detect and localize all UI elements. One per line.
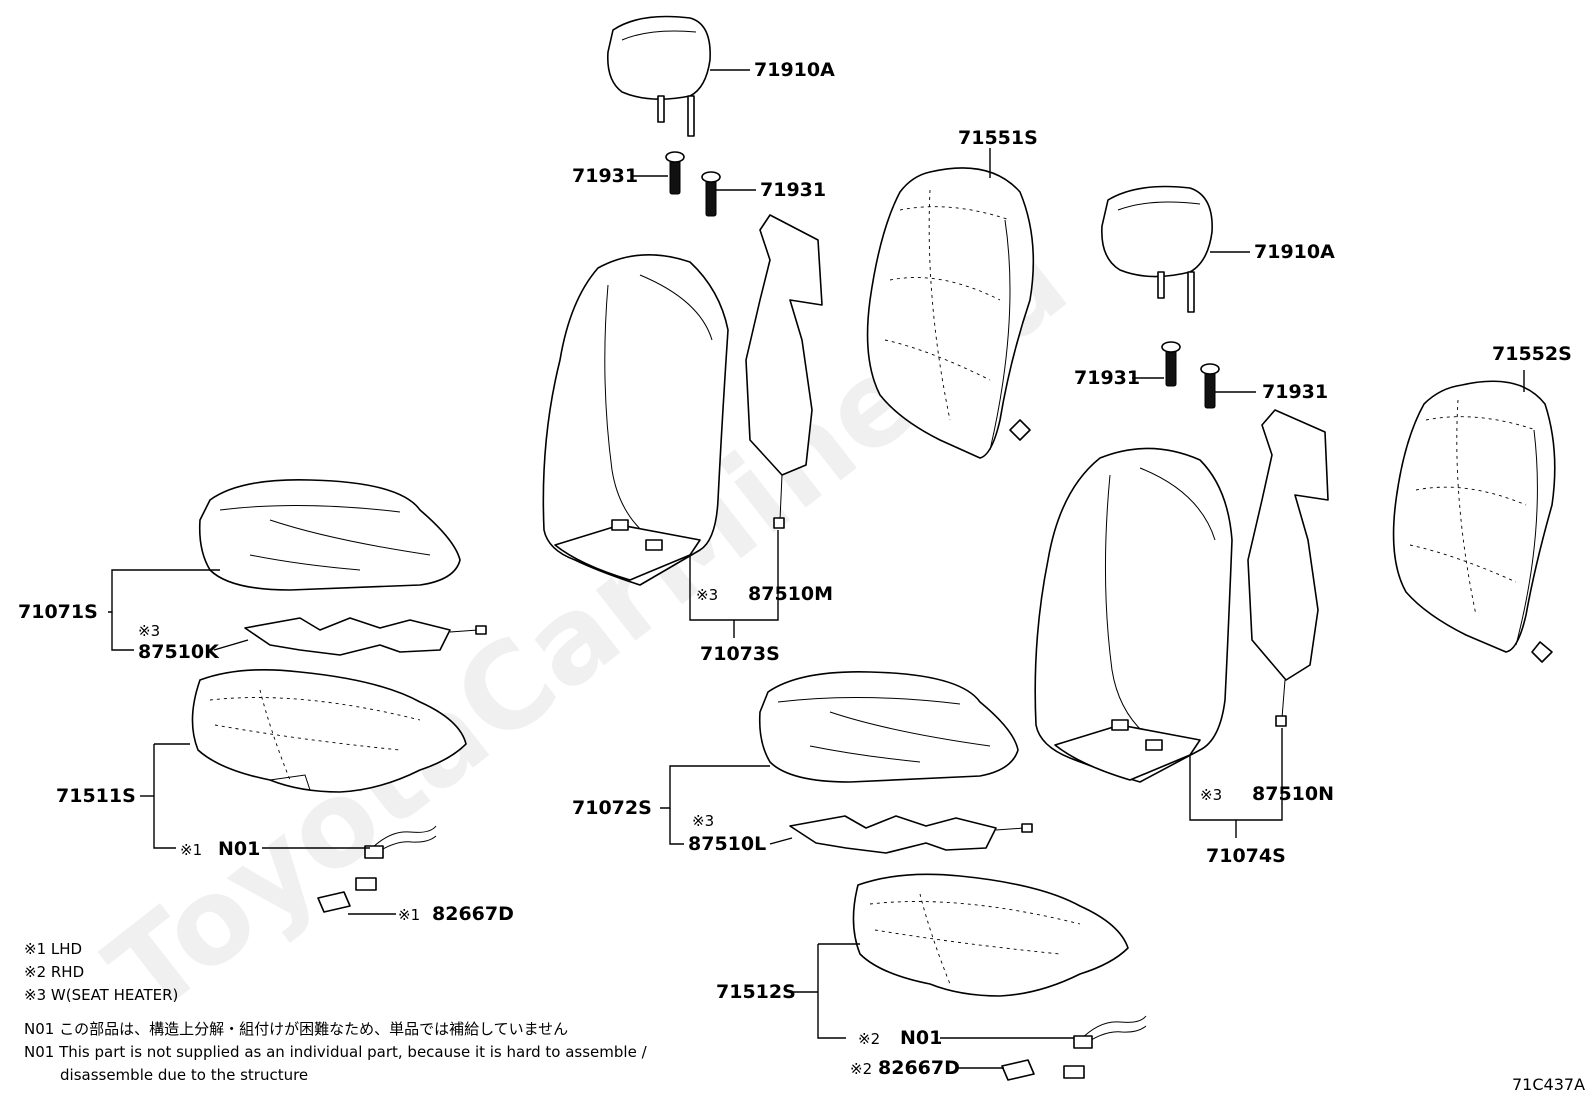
mark-3-cushion-heater-left: ※3 bbox=[138, 622, 160, 640]
label-cushion-heater-right: 87510L bbox=[688, 833, 766, 855]
label-cushion-pad-left: 71511S bbox=[56, 785, 136, 807]
headrest-left bbox=[606, 15, 711, 137]
label-guide-right-2: 71931 bbox=[1262, 381, 1328, 403]
cushion-cover-right bbox=[758, 671, 1019, 783]
figure-code: 71C437A bbox=[1512, 1075, 1585, 1094]
mark-3-back-heater-left: ※3 bbox=[696, 586, 718, 604]
label-headrest-left: 71910A bbox=[754, 59, 835, 81]
label-sensor-right: 82667D bbox=[878, 1057, 960, 1079]
label-seatback-heater-left: 87510M bbox=[748, 583, 833, 605]
cushion-pad-right bbox=[852, 873, 1129, 997]
note-rhd: ※2 RHD bbox=[24, 963, 84, 981]
part-labels: 71910A 71931 71931 71551S 71910A 71931 7… bbox=[18, 59, 1572, 1079]
label-cushion-heater-left: 87510K bbox=[138, 641, 220, 663]
label-seatback-cover-right: 71074S bbox=[1206, 845, 1286, 867]
note-n01-ja: N01 この部品は、構造上分解・組付けが困難なため、単品では補給していません bbox=[24, 1020, 568, 1038]
seatback-cover-left bbox=[542, 254, 729, 586]
cushion-pad-left bbox=[191, 669, 467, 793]
mark-2-n01-right: ※2 bbox=[858, 1030, 880, 1048]
leader-lines bbox=[108, 69, 1525, 1069]
label-seatback-cover-left: 71073S bbox=[700, 643, 780, 665]
legend-notes: ※1 LHD ※2 RHD ※3 W(SEAT HEATER) N01 この部品… bbox=[24, 940, 648, 1084]
seatback-pad-right bbox=[1392, 380, 1556, 663]
label-seatback-pad-right: 71552S bbox=[1492, 343, 1572, 365]
wire-harness-right bbox=[1063, 1015, 1147, 1079]
seatback-heater-right bbox=[1247, 409, 1329, 727]
mark-1-sensor-left: ※1 bbox=[398, 906, 420, 924]
headrest-guide-left-2 bbox=[701, 171, 721, 217]
note-n01-en-cont: disassemble due to the structure bbox=[60, 1066, 308, 1084]
label-headrest-right: 71910A bbox=[1254, 241, 1335, 263]
sensor-left bbox=[317, 891, 351, 913]
label-sensor-left: 82667D bbox=[432, 903, 514, 925]
label-seatback-heater-right: 87510N bbox=[1252, 783, 1334, 805]
mark-2-sensor-right: ※2 bbox=[850, 1060, 872, 1078]
wire-harness-left bbox=[355, 825, 437, 891]
headrest-guide-right-2 bbox=[1200, 363, 1220, 409]
seatback-cover-right bbox=[1034, 447, 1233, 783]
sensor-right bbox=[1001, 1059, 1035, 1081]
cushion-heater-right bbox=[789, 815, 1033, 854]
mark-3-back-heater-right: ※3 bbox=[1200, 786, 1222, 804]
headrest-right bbox=[1101, 185, 1213, 313]
cushion-heater-left bbox=[244, 617, 487, 656]
label-cushion-cover-right: 71072S bbox=[572, 797, 652, 819]
mark-3-cushion-heater-right: ※3 bbox=[692, 812, 714, 830]
label-cushion-cover-left: 71071S bbox=[18, 601, 98, 623]
label-n01-left: N01 bbox=[218, 838, 260, 860]
label-n01-right: N01 bbox=[900, 1027, 942, 1049]
cushion-cover-left bbox=[198, 479, 461, 591]
label-guide-left-1: 71931 bbox=[572, 165, 638, 187]
note-n01-en: N01 This part is not supplied as an indi… bbox=[24, 1043, 648, 1061]
headrest-guide-left-1 bbox=[665, 151, 685, 195]
label-cushion-pad-right: 71512S bbox=[716, 981, 796, 1003]
label-seatback-pad-left: 71551S bbox=[958, 127, 1038, 149]
label-guide-left-2: 71931 bbox=[760, 179, 826, 201]
note-lhd: ※1 LHD bbox=[24, 940, 82, 958]
label-guide-right-1: 71931 bbox=[1074, 367, 1140, 389]
seatback-pad-left bbox=[866, 167, 1035, 459]
headrest-guide-right-1 bbox=[1161, 341, 1181, 387]
seatback-heater-left bbox=[745, 214, 823, 529]
note-seat-heater: ※3 W(SEAT HEATER) bbox=[24, 986, 178, 1004]
mark-1-n01-left: ※1 bbox=[180, 841, 202, 859]
